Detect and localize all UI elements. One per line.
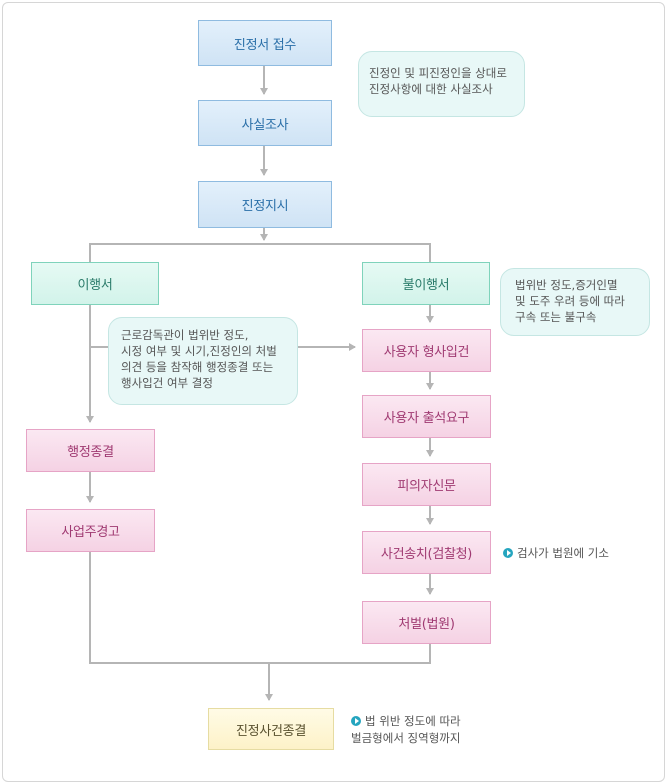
bubble-supervisor-note: 근로감독관이 법위반 정도, 시정 여부 및 시기,진정인의 처벌 의견 등을 … — [108, 317, 298, 405]
merge-line — [89, 552, 431, 664]
box-noncomply: 불이행서 — [362, 262, 490, 305]
box-punishment: 처벌(법원) — [362, 601, 491, 644]
box-investigation: 사실조사 — [198, 100, 332, 146]
box-referral: 사건송치(검찰청) — [362, 531, 491, 574]
play-icon — [503, 548, 513, 558]
bubble-line: 의견 등을 참작해 행정종결 또는 — [121, 360, 274, 374]
bubble-line: 진정인 및 피진정인을 상대로 — [369, 66, 507, 80]
box-order: 진정지시 — [198, 181, 332, 228]
note-prosecutor-text: 검사가 법원에 기소 — [517, 546, 609, 560]
note-penalty: 법 위반 정도에 따라 벌금형에서 징역형까지 — [351, 713, 461, 747]
note-penalty-line2: 벌금형에서 징역형까지 — [351, 731, 461, 745]
note-prosecutor: 검사가 법원에 기소 — [503, 545, 609, 562]
bubble-line: 법위반 정도,증거인멸 — [515, 278, 618, 292]
bubble-investigation-note: 진정인 및 피진정인을 상대로 진정사항에 대한 사실조사 — [358, 51, 525, 117]
play-icon — [351, 716, 361, 726]
note-penalty-line1: 법 위반 정도에 따라 — [365, 714, 461, 728]
box-receipt: 진정서 접수 — [198, 20, 332, 66]
box-criminal-case: 사용자 형사입건 — [362, 329, 491, 372]
box-admin-close: 행정종결 — [26, 429, 155, 472]
box-comply: 이행서 — [31, 262, 159, 305]
box-case-closed: 진정사건종결 — [208, 708, 334, 750]
box-summon: 사용자 출석요구 — [362, 395, 491, 438]
bubble-line: 행사입건 여부 결정 — [121, 376, 213, 390]
bubble-line: 시정 여부 및 시기,진정인의 처벌 — [121, 344, 277, 358]
bubble-arrest-note: 법위반 정도,증거인멸 및 도주 우려 등에 따라 구속 또는 불구속 — [500, 268, 650, 336]
bubble-line: 근로감독관이 법위반 정도, — [121, 328, 249, 342]
split-line — [89, 243, 431, 262]
bubble-line: 구속 또는 불구속 — [515, 310, 597, 324]
bubble-line: 및 도주 우려 등에 따라 — [515, 294, 625, 308]
box-employer-warning: 사업주경고 — [26, 509, 155, 552]
box-interrogation: 피의자신문 — [362, 463, 491, 506]
bubble-line: 진정사항에 대한 사실조사 — [369, 82, 493, 96]
